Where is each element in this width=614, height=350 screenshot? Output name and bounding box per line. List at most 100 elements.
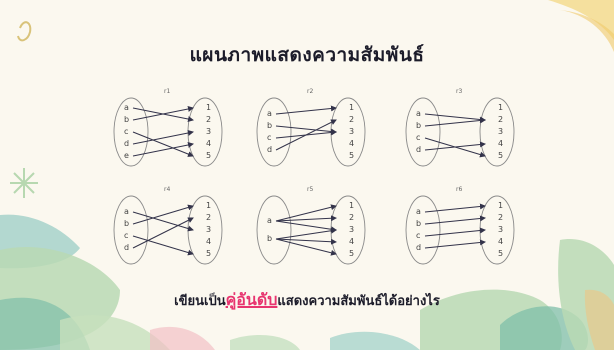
mapping-arrow	[425, 230, 485, 236]
range-element: 5	[206, 250, 211, 258]
range-element: 2	[206, 116, 211, 124]
diagram-canvas	[246, 90, 376, 168]
domain-element: b	[124, 116, 129, 124]
diagram-canvas	[246, 188, 376, 266]
domain-set-ellipse	[114, 98, 148, 166]
domain-element: a	[416, 208, 421, 216]
domain-element: d	[416, 244, 421, 252]
domain-set-ellipse	[257, 98, 291, 166]
range-element: 5	[349, 250, 354, 258]
domain-element: a	[267, 110, 272, 118]
mapping-arrow	[133, 236, 193, 254]
domain-element: d	[124, 140, 129, 148]
domain-element: a	[416, 110, 421, 118]
range-element: 3	[498, 226, 503, 234]
domain-element: a	[267, 217, 272, 225]
domain-element: d	[267, 146, 272, 154]
range-element: 3	[349, 128, 354, 136]
diagram-canvas	[395, 188, 525, 266]
mapping-arrow	[276, 126, 336, 132]
range-element: 5	[498, 152, 503, 160]
range-set-ellipse	[331, 98, 365, 166]
range-element: 2	[498, 214, 503, 222]
range-set-ellipse	[188, 196, 222, 264]
diagram-canvas	[103, 188, 233, 266]
question-prefix: เขียนเป็น	[174, 294, 225, 309]
relation-name: r1	[164, 89, 170, 95]
range-element: 5	[349, 152, 354, 160]
question-highlight: คู่อันดับ	[226, 290, 278, 309]
domain-element: c	[416, 134, 420, 142]
domain-set-ellipse	[406, 98, 440, 166]
range-element: 4	[498, 140, 503, 148]
range-element: 1	[498, 104, 503, 112]
mapping-arrow	[133, 218, 193, 248]
domain-element: b	[124, 220, 129, 228]
range-element: 4	[206, 140, 211, 148]
mapping-arrow	[133, 144, 193, 156]
range-element: 5	[498, 250, 503, 258]
relation-diagram: r5ab12345	[246, 188, 396, 268]
range-element: 1	[349, 104, 354, 112]
range-element: 1	[206, 104, 211, 112]
range-element: 1	[349, 202, 354, 210]
mapping-arrow	[425, 218, 485, 224]
diagram-canvas	[395, 90, 525, 168]
domain-element: c	[267, 134, 271, 142]
domain-set-ellipse	[114, 196, 148, 264]
range-element: 2	[498, 116, 503, 124]
range-element: 2	[206, 214, 211, 222]
mapping-arrow	[276, 108, 336, 114]
mapping-arrow	[425, 206, 485, 212]
range-set-ellipse	[480, 196, 514, 264]
range-element: 4	[498, 238, 503, 246]
range-set-ellipse	[480, 98, 514, 166]
range-element: 3	[206, 226, 211, 234]
range-element: 4	[349, 140, 354, 148]
range-element: 4	[206, 238, 211, 246]
range-element: 2	[349, 116, 354, 124]
domain-element: d	[124, 244, 129, 252]
domain-element: b	[267, 122, 272, 130]
domain-element: c	[416, 232, 420, 240]
mapping-arrow	[133, 132, 193, 144]
mapping-arrow	[276, 120, 336, 150]
range-element: 1	[498, 202, 503, 210]
mapping-arrow	[425, 114, 485, 120]
range-element: 1	[206, 202, 211, 210]
relation-name: r2	[307, 89, 313, 95]
range-element: 3	[498, 128, 503, 136]
domain-element: c	[124, 232, 128, 240]
domain-element: a	[124, 208, 129, 216]
range-element: 3	[206, 128, 211, 136]
domain-element: e	[124, 152, 129, 160]
mapping-arrow	[425, 242, 485, 248]
range-element: 4	[349, 238, 354, 246]
range-element: 3	[349, 226, 354, 234]
domain-element: b	[416, 220, 421, 228]
domain-set-ellipse	[257, 196, 291, 264]
mapping-arrow	[276, 230, 336, 239]
domain-element: b	[416, 122, 421, 130]
range-set-ellipse	[188, 98, 222, 166]
question-text: เขียนเป็นคู่อันดับแสดงความสัมพันธ์ได้อย่…	[0, 288, 614, 313]
diagram-canvas	[103, 90, 233, 168]
range-set-ellipse	[331, 196, 365, 264]
mapping-arrow	[425, 144, 485, 150]
domain-element: a	[124, 104, 129, 112]
relation-name: r4	[164, 187, 170, 193]
domain-element: c	[124, 128, 128, 136]
relation-name: r6	[456, 187, 462, 193]
slide-title: แผนภาพแสดงความสัมพันธ์	[0, 40, 614, 70]
range-element: 2	[349, 214, 354, 222]
relation-name: r3	[456, 89, 462, 95]
domain-set-ellipse	[406, 196, 440, 264]
mapping-arrow	[425, 120, 485, 126]
mapping-arrow	[133, 132, 193, 156]
